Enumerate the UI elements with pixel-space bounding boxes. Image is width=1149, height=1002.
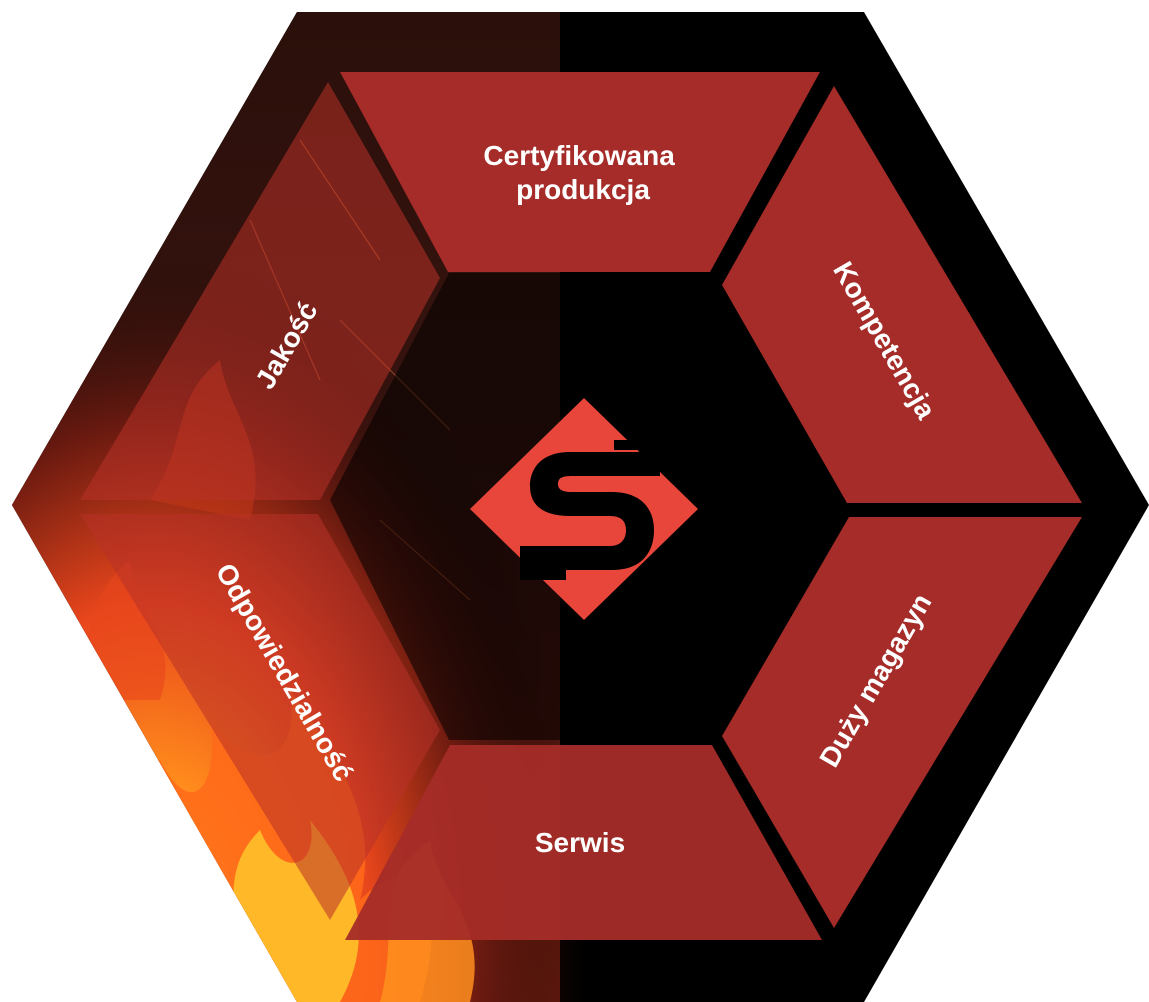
segment-top[interactable] bbox=[340, 72, 820, 272]
segment-lower-right[interactable] bbox=[722, 517, 1082, 928]
segment-bottom[interactable] bbox=[345, 745, 822, 940]
segment-label-bottom: Serwis bbox=[535, 827, 625, 858]
segment-upper-right[interactable] bbox=[722, 86, 1082, 503]
segment-lower-left[interactable] bbox=[80, 514, 440, 920]
segment-upper-left[interactable] bbox=[80, 82, 440, 500]
s-logo-icon bbox=[470, 398, 698, 620]
segment-label-top: Certyfikowana produkcja bbox=[483, 140, 682, 205]
